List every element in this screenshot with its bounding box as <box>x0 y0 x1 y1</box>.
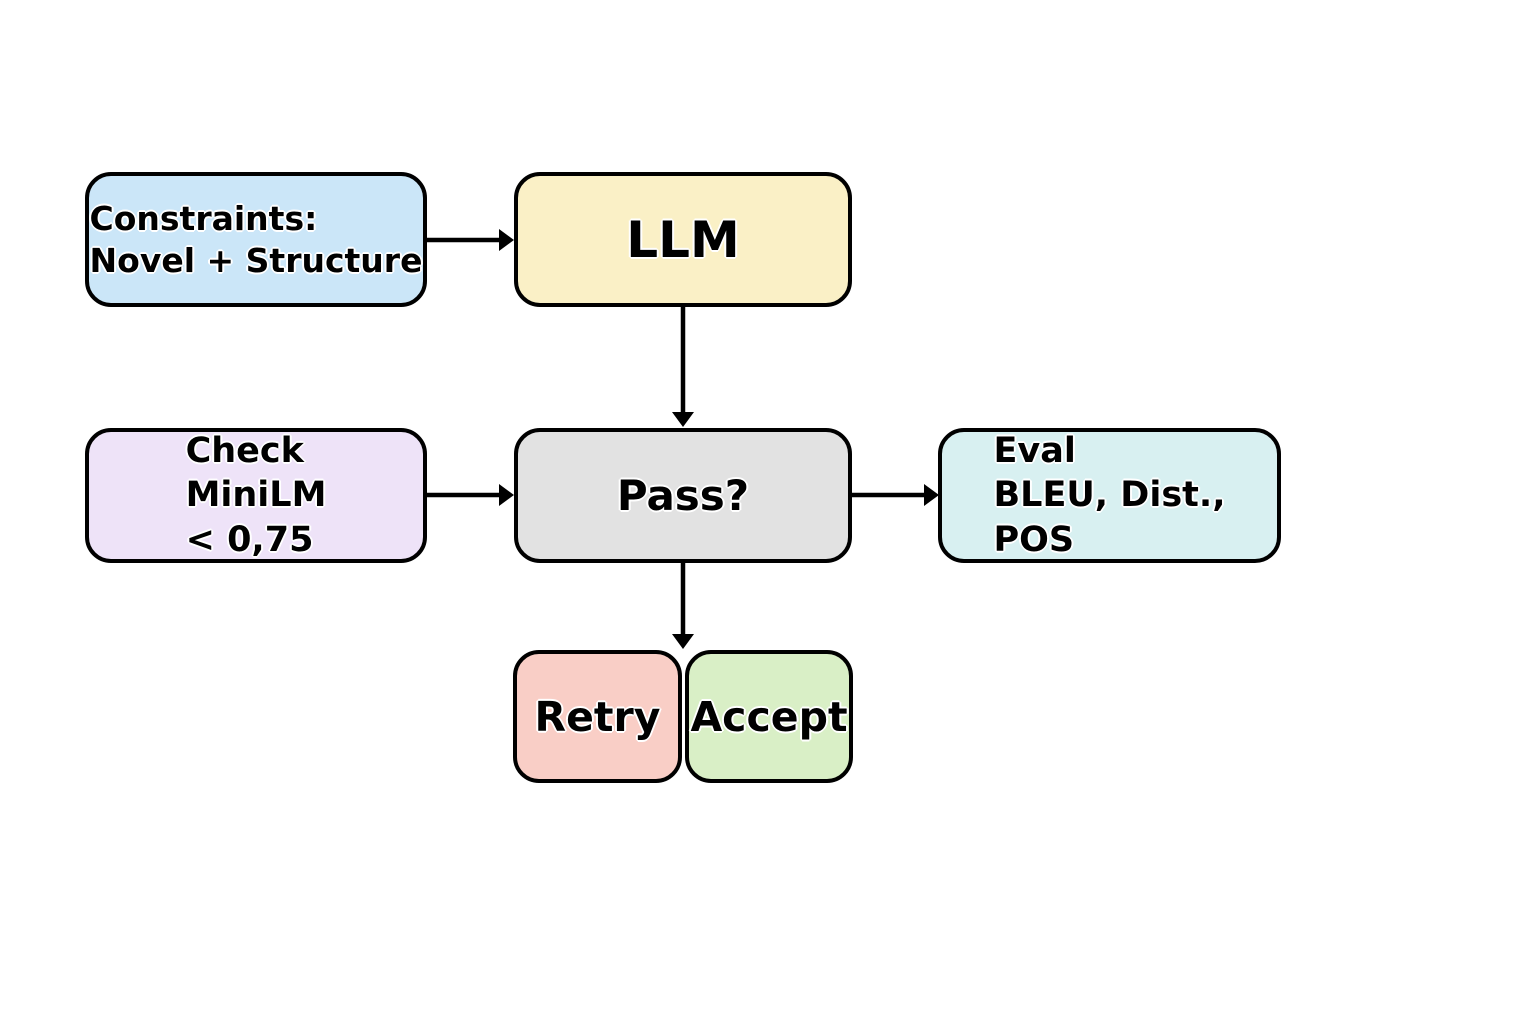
node-llm: LLM <box>514 172 852 307</box>
node-retry: Retry <box>513 650 682 783</box>
node-constraints-line-2: Novel + Structure <box>89 240 423 280</box>
node-check-minilm-line-3: < 0,75 <box>185 519 314 560</box>
node-retry-label: Retry <box>534 692 661 741</box>
node-constraints: Constraints: Novel + Structure <box>85 172 427 307</box>
node-eval-text: Eval BLEU, Dist., POS <box>994 429 1226 562</box>
node-pass-label: Pass? <box>616 471 750 520</box>
node-accept-label: Accept <box>690 692 848 741</box>
node-check-minilm-text: Check MiniLM < 0,75 <box>186 429 327 562</box>
node-llm-label: LLM <box>626 210 740 269</box>
node-accept: Accept <box>685 650 853 783</box>
node-check-minilm-line-2: MiniLM <box>185 475 327 516</box>
node-constraints-text: Constraints: Novel + Structure <box>90 198 423 282</box>
node-check-minilm-line-1: Check <box>185 430 304 471</box>
node-pass-decision: Pass? <box>514 428 852 563</box>
node-eval: Eval BLEU, Dist., POS <box>938 428 1281 563</box>
node-eval-line-2: BLEU, Dist., <box>993 475 1226 516</box>
node-eval-line-1: Eval <box>993 430 1076 471</box>
node-constraints-line-1: Constraints: <box>89 198 318 238</box>
node-check-minilm: Check MiniLM < 0,75 <box>85 428 427 563</box>
node-eval-line-3: POS <box>993 519 1075 560</box>
